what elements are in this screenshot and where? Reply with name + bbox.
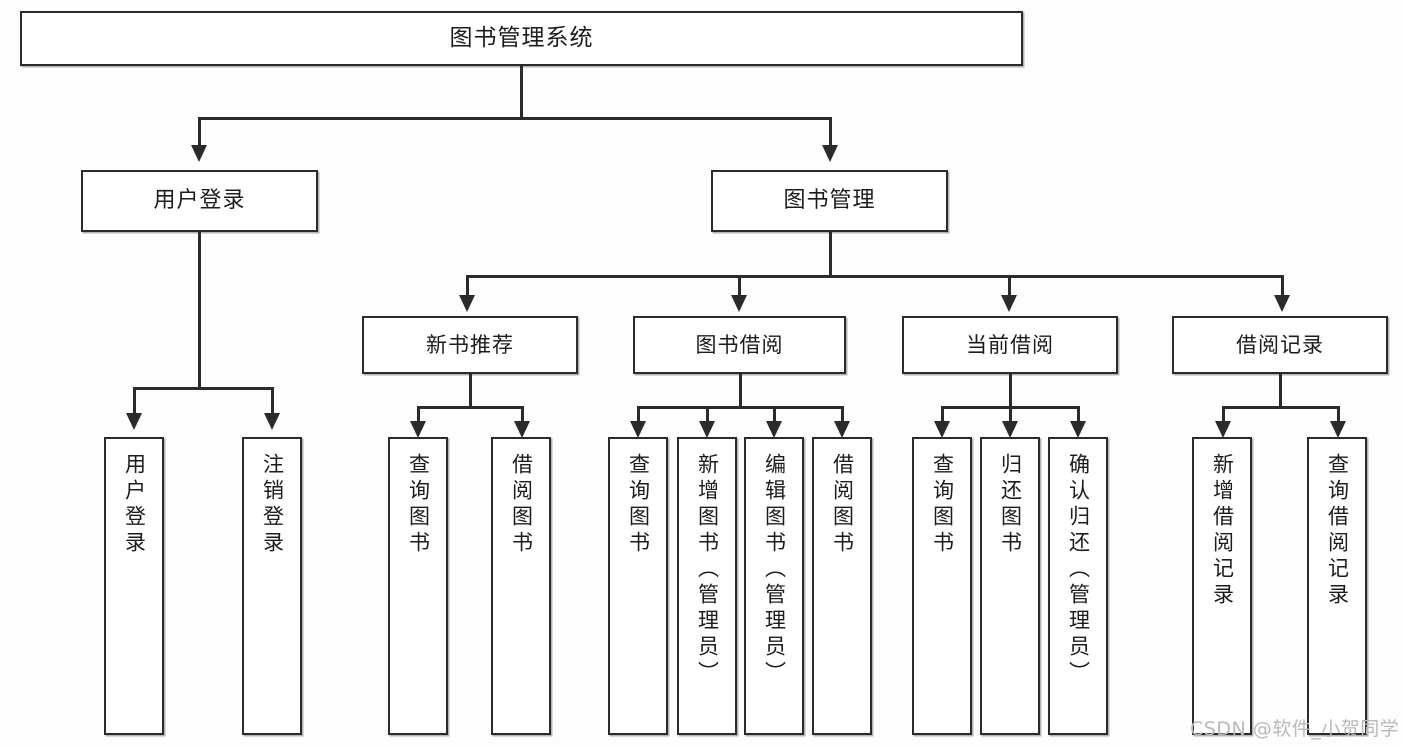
node-label: 图书管理系统 [449, 25, 594, 52]
connector-current-borrow-stem [1009, 374, 1012, 408]
node-label: 查询图书 [930, 453, 955, 557]
connector-book-management-stem [829, 232, 832, 277]
connector-new-book-stem [469, 374, 472, 408]
arrow-down-icon [630, 421, 646, 438]
arrow-down-icon [1070, 421, 1086, 438]
node-root-book-management-system[interactable]: 图书管理系统 [20, 11, 1023, 66]
connector-book-borrow-stem [739, 374, 742, 408]
connector-user-login-stem [198, 232, 201, 389]
arrow-down-icon [264, 413, 280, 430]
leaf-book-borrow-add[interactable]: 新增图书（管理员） [677, 437, 737, 735]
leaf-book-borrow-query[interactable]: 查询图书 [608, 437, 668, 735]
arrow-down-icon [1215, 421, 1231, 438]
node-label: 用户登录 [122, 453, 147, 557]
arrow-down-icon [822, 145, 838, 162]
connector-current-borrow-child-2 [1009, 406, 1012, 426]
arrow-down-icon [699, 421, 715, 438]
connector-book-borrow-child-4 [841, 406, 844, 426]
leaf-book-borrow-edit[interactable]: 编辑图书（管理员） [744, 437, 804, 735]
leaf-borrow-record-add[interactable]: 新增借阅记录 [1192, 437, 1252, 735]
arrow-down-icon [1330, 421, 1346, 438]
node-current-borrow[interactable]: 当前借阅 [902, 316, 1118, 374]
connector-user-login-bus [133, 387, 271, 390]
connector-bm-to-book-borrow [738, 275, 741, 297]
node-label: 图书借阅 [695, 332, 784, 357]
leaf-current-borrow-confirm-return[interactable]: 确认归还（管理员） [1048, 437, 1108, 735]
connector-root-to-user-login [198, 117, 201, 145]
leaf-borrow-record-query[interactable]: 查询借阅记录 [1307, 437, 1367, 735]
connector-user-login-child-1 [133, 387, 136, 415]
connector-current-borrow-child-3 [1077, 406, 1080, 426]
node-book-management[interactable]: 图书管理 [711, 170, 948, 232]
node-new-book-recommend[interactable]: 新书推荐 [362, 316, 578, 374]
connector-user-login-child-2 [271, 387, 274, 415]
connector-borrow-record-bus [1222, 406, 1338, 409]
leaf-book-borrow-borrow[interactable]: 借阅图书 [812, 437, 872, 735]
leaf-new-book-query[interactable]: 查询图书 [388, 437, 448, 735]
connector-borrow-record-child-2 [1337, 406, 1340, 426]
arrow-down-icon [934, 421, 950, 438]
node-label: 新增图书（管理员） [695, 453, 720, 687]
leaf-user-login-logout[interactable]: 注销登录 [242, 437, 302, 735]
node-label: 新增借阅记录 [1210, 453, 1235, 609]
arrow-down-icon [731, 295, 747, 312]
node-label: 图书管理 [783, 188, 876, 214]
node-label: 新书推荐 [426, 332, 514, 357]
leaf-current-borrow-query[interactable]: 查询图书 [912, 437, 972, 735]
node-label: 查询图书 [626, 453, 651, 557]
node-label: 当前借阅 [966, 332, 1054, 357]
leaf-new-book-borrow[interactable]: 借阅图书 [491, 437, 551, 735]
arrow-down-icon [834, 421, 850, 438]
node-borrow-record[interactable]: 借阅记录 [1172, 316, 1388, 374]
connector-book-borrow-bus [637, 406, 843, 409]
arrow-down-icon [1002, 421, 1018, 438]
node-label: 查询图书 [406, 453, 431, 557]
connector-new-book-child-2 [521, 406, 524, 426]
connector-book-borrow-child-1 [637, 406, 640, 426]
node-label: 借阅图书 [830, 453, 855, 557]
connector-book-management-bus [466, 275, 1284, 278]
connector-borrow-record-child-1 [1222, 406, 1225, 426]
leaf-current-borrow-return[interactable]: 归还图书 [980, 437, 1040, 735]
node-label: 借阅图书 [509, 453, 534, 557]
arrow-down-icon [191, 145, 207, 162]
connector-bm-to-borrow-record [1281, 275, 1284, 297]
connector-new-book-child-1 [417, 406, 420, 426]
connector-current-borrow-child-1 [941, 406, 944, 426]
arrow-down-icon [1001, 295, 1017, 312]
connector-book-borrow-child-2 [706, 406, 709, 426]
node-label: 用户登录 [153, 188, 246, 214]
node-user-login[interactable]: 用户登录 [81, 170, 318, 232]
arrow-down-icon [1274, 295, 1290, 312]
arrow-down-icon [514, 421, 530, 438]
connector-bm-to-new-book [466, 275, 469, 297]
arrow-down-icon [459, 295, 475, 312]
node-label: 确认归还（管理员） [1066, 453, 1091, 687]
connector-new-book-bus [417, 406, 522, 409]
leaf-user-login-login[interactable]: 用户登录 [104, 437, 164, 735]
node-label: 借阅记录 [1236, 332, 1324, 357]
arrow-down-icon [126, 413, 142, 430]
node-label: 编辑图书（管理员） [762, 453, 787, 687]
connector-root-bus [198, 117, 832, 120]
arrow-down-icon [410, 421, 426, 438]
node-label: 归还图书 [998, 453, 1023, 557]
connector-book-borrow-child-3 [773, 406, 776, 426]
node-label: 查询借阅记录 [1325, 453, 1350, 609]
connector-root-stem [520, 66, 523, 119]
arrow-down-icon [766, 421, 782, 438]
node-book-borrow[interactable]: 图书借阅 [633, 316, 846, 374]
node-label: 注销登录 [260, 453, 285, 557]
connector-bm-to-current-borrow [1008, 275, 1011, 297]
connector-root-to-book-management [829, 117, 832, 145]
connector-borrow-record-stem [1279, 374, 1282, 408]
